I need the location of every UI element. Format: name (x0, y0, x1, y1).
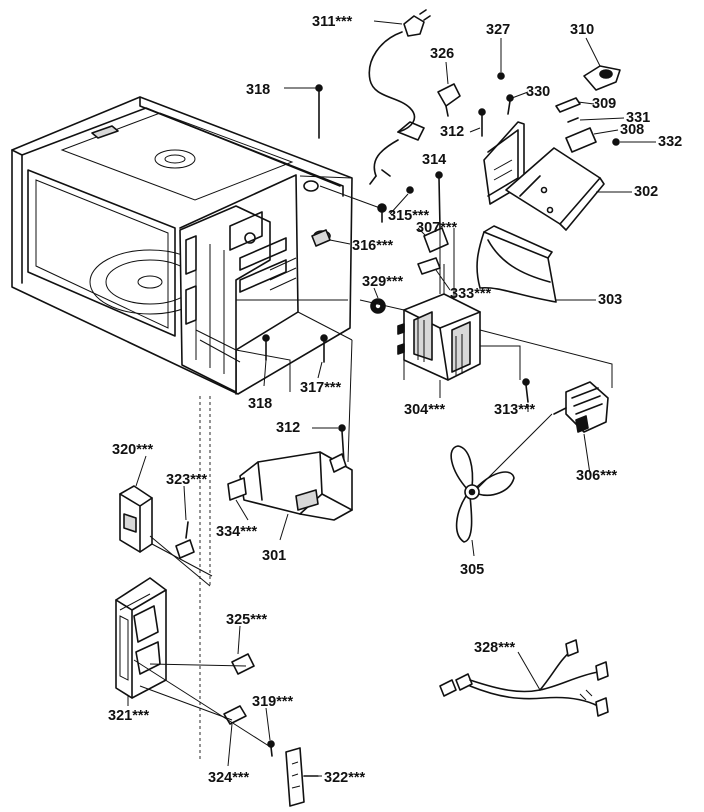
latch-holder-321 (115, 577, 167, 699)
label-309: 309 (592, 96, 616, 112)
lever-322 (285, 747, 319, 807)
fan-motor-306 (553, 381, 609, 433)
label-322: 322*** (324, 770, 365, 786)
label-318-top: 318 (246, 82, 270, 98)
waveguide-301 (227, 451, 353, 521)
label-329: 329*** (362, 274, 403, 290)
label-332: 332 (658, 134, 682, 150)
switch-324 (223, 705, 247, 725)
label-317: 317*** (300, 380, 341, 396)
label-323: 323*** (166, 472, 207, 488)
label-302: 302 (634, 184, 658, 200)
label-327: 327 (486, 22, 510, 38)
label-334: 334*** (216, 524, 257, 540)
label-313: 313*** (494, 402, 535, 418)
label-311: 311*** (312, 14, 353, 30)
power-cord-311 (368, 9, 431, 185)
thermal-cutout-310 (583, 65, 621, 91)
air-duct-303 (476, 225, 557, 303)
label-315: 315*** (388, 208, 429, 224)
label-312-bottom: 312 (276, 420, 300, 436)
switch-323 (175, 521, 195, 559)
fuse-309 (555, 97, 581, 113)
label-328: 328*** (474, 640, 515, 656)
label-305: 305 (460, 562, 484, 578)
leader-lines (127, 20, 656, 777)
label-304: 304*** (404, 402, 445, 418)
label-320: 320*** (112, 442, 153, 458)
label-321: 321*** (108, 708, 149, 724)
relay-307 (417, 227, 449, 275)
label-306: 306*** (576, 468, 617, 484)
alignment-lines (119, 185, 613, 760)
label-319: 319*** (252, 694, 293, 710)
label-316: 316*** (352, 238, 393, 254)
mounting-bracket-302 (483, 121, 605, 231)
label-308: 308 (620, 122, 644, 138)
label-318-bottom: 318 (248, 396, 272, 412)
switch-325 (231, 653, 255, 675)
label-303: 303 (598, 292, 622, 308)
label-310: 310 (570, 22, 594, 38)
part-labels: 311*** 327 310 326 318 330 309 331 308 3… (108, 14, 682, 786)
label-324: 324*** (208, 770, 249, 786)
fuse-holder-308 (565, 117, 597, 153)
label-312-top: 312 (440, 124, 464, 140)
label-307: 307*** (416, 220, 457, 236)
label-330: 330 (526, 84, 550, 100)
label-325: 325*** (226, 612, 267, 628)
label-314: 314 (422, 152, 446, 168)
ferrite-329 (370, 298, 386, 314)
label-326: 326 (430, 46, 454, 62)
switch-holder-320 (119, 485, 153, 553)
oven-cavity-frame (11, 96, 353, 395)
label-333: 333*** (450, 286, 491, 302)
fan-blade-305 (450, 445, 515, 543)
wire-harness-328 (439, 639, 609, 717)
label-301: 301 (262, 548, 286, 564)
label-331: 331 (626, 110, 650, 126)
terminal-326 (437, 83, 461, 117)
transformer-304 (397, 293, 481, 381)
